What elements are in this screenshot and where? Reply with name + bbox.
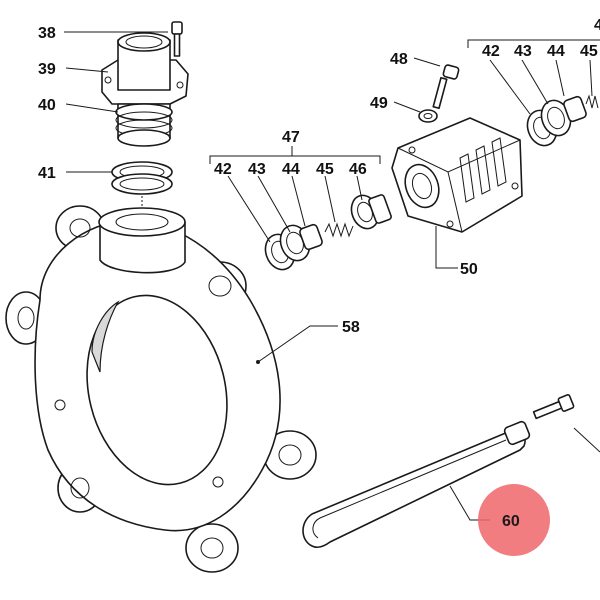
label-right-45: 45 <box>580 43 598 60</box>
part-labels: 38 39 40 41 42 43 44 45 46 47 48 49 50 5… <box>38 17 600 556</box>
lug-bosses <box>17 218 302 559</box>
oring-41 <box>111 161 173 195</box>
label-46: 46 <box>349 161 367 178</box>
flange-assembly <box>101 21 189 208</box>
label-right-44: 44 <box>547 43 565 60</box>
label-49: 49 <box>370 95 388 112</box>
bolt-48 <box>432 64 460 110</box>
valve-body-58 <box>5 205 317 573</box>
label-38: 38 <box>38 25 56 42</box>
label-41: 41 <box>38 165 56 182</box>
valve-block-50 <box>391 117 523 233</box>
handle-60 <box>302 394 575 548</box>
label-right-42: 42 <box>482 43 500 60</box>
label-47: 47 <box>282 129 300 146</box>
valve-stack-right <box>526 94 599 147</box>
label-42: 42 <box>214 161 232 178</box>
label-39: 39 <box>38 61 56 78</box>
valve-stack-left <box>264 194 392 271</box>
washer-49 <box>418 109 438 123</box>
label-58: 58 <box>342 319 360 336</box>
label-60: 60 <box>502 513 520 530</box>
label-48: 48 <box>390 51 408 68</box>
label-40: 40 <box>38 97 56 114</box>
label-right-47: 47 <box>594 17 600 34</box>
leader-lines <box>64 31 600 521</box>
adapter-40 <box>115 103 173 147</box>
highlight-circle <box>478 484 550 556</box>
flange-39 <box>101 32 189 105</box>
label-right-43: 43 <box>514 43 532 60</box>
label-43: 43 <box>248 161 266 178</box>
label-50: 50 <box>460 261 478 278</box>
label-45: 45 <box>316 161 334 178</box>
bolt-38 <box>171 21 183 57</box>
label-44: 44 <box>282 161 300 178</box>
